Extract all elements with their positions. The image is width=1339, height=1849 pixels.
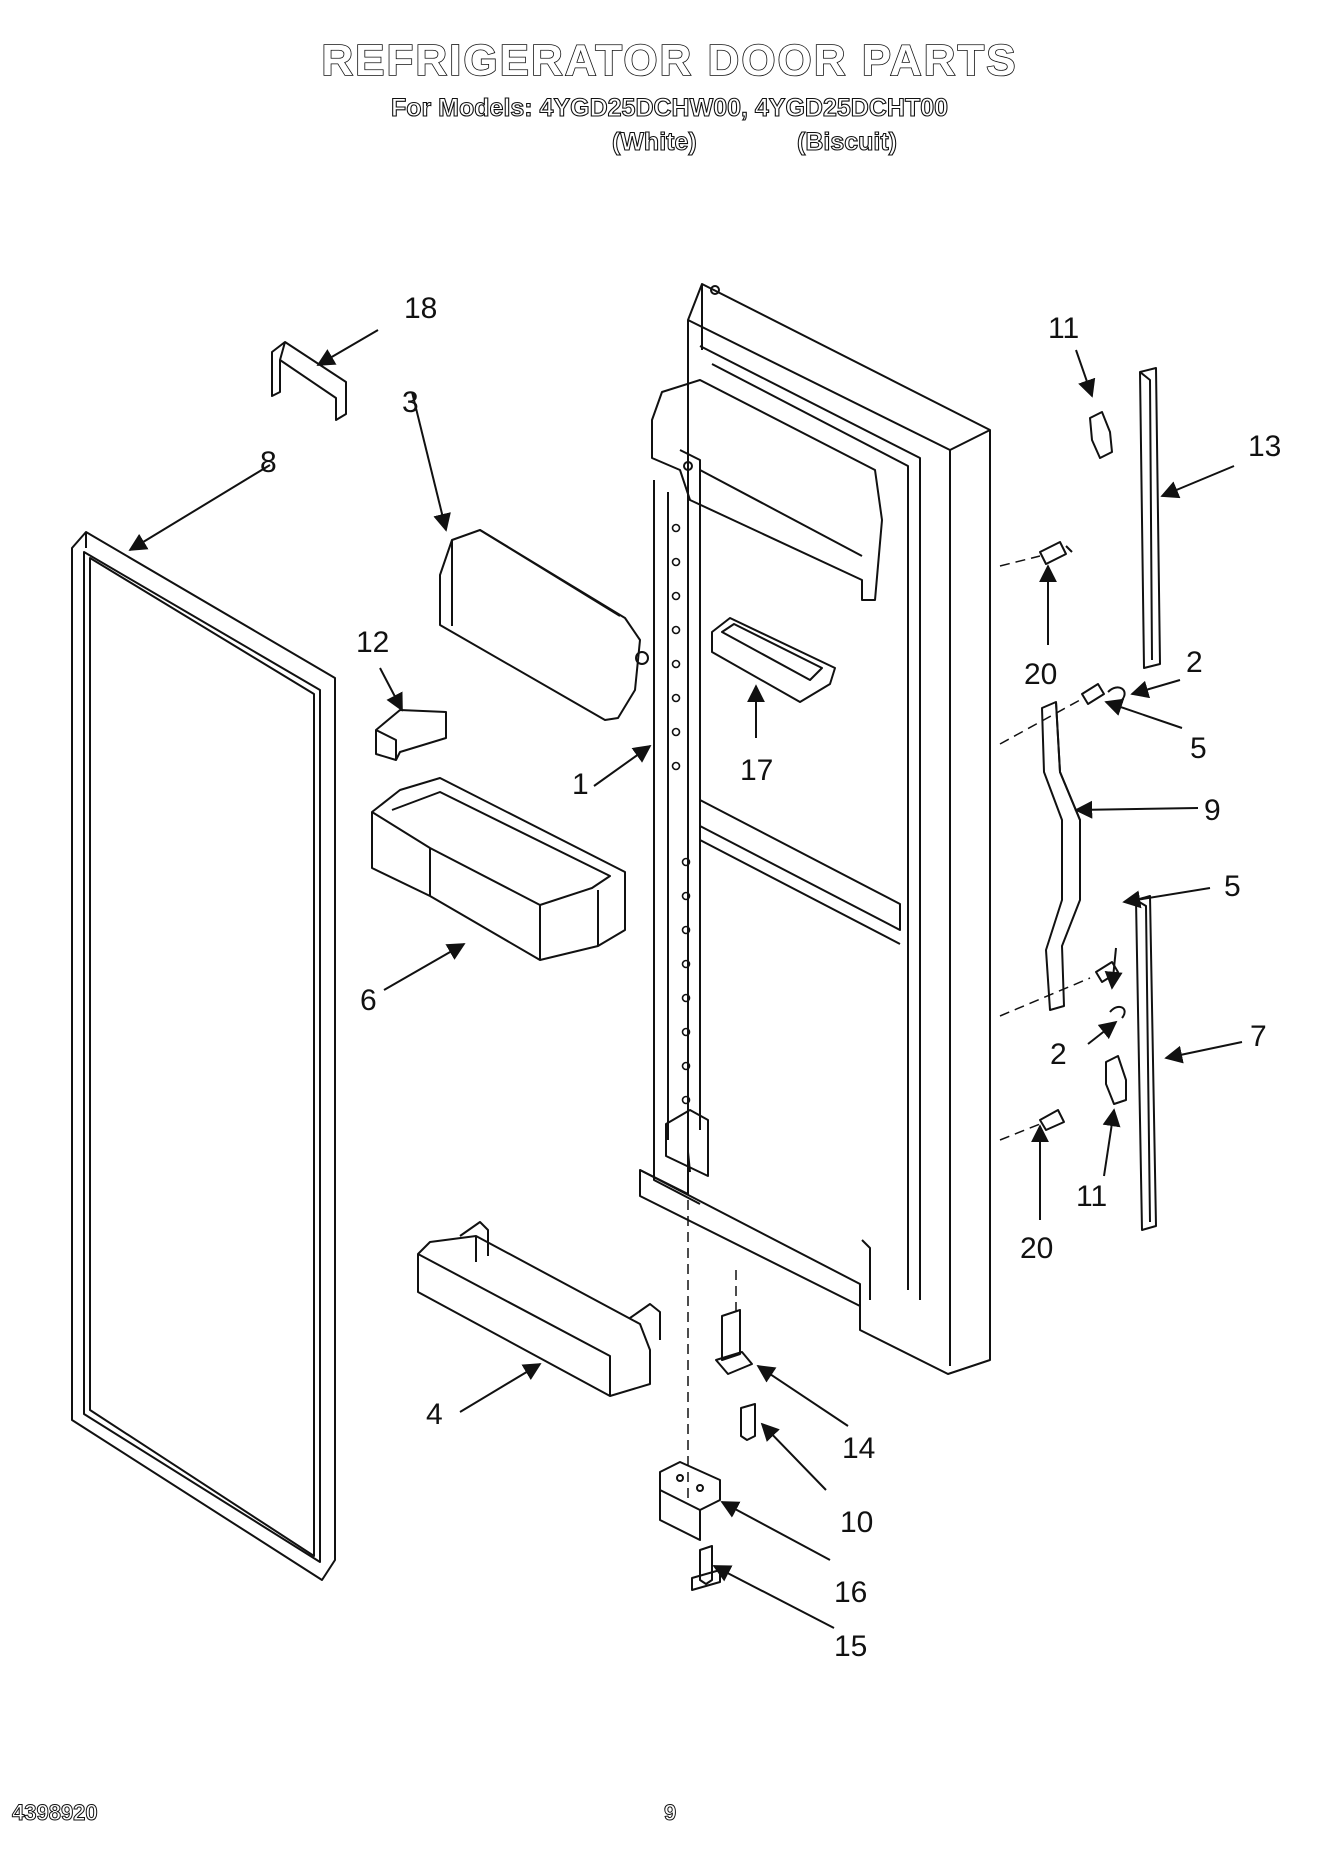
large-door-bin-part	[371, 777, 626, 961]
callout-18: 18	[404, 292, 437, 325]
hinge-bolt-part	[691, 1545, 721, 1591]
door-gasket-part	[71, 531, 336, 1581]
callout-8: 8	[260, 446, 277, 479]
callout-5-bottom: 5	[1224, 870, 1241, 903]
callout-11-bottom: 11	[1076, 1180, 1107, 1213]
callout-17: 17	[740, 754, 773, 787]
upper-trim-part	[1139, 367, 1161, 669]
callout-15: 15	[834, 1630, 867, 1663]
callout-11-top: 11	[1048, 312, 1079, 345]
bottom-hinge-part	[659, 1461, 721, 1541]
trim-clip-part	[1089, 411, 1127, 1105]
hinge-pin-part	[715, 1309, 753, 1375]
door-assembly-part	[639, 283, 991, 1375]
callout-2-top: 2	[1186, 646, 1203, 679]
hinge-screw-part	[740, 1403, 756, 1441]
callout-5-top: 5	[1190, 732, 1207, 765]
callout-3: 3	[402, 386, 419, 419]
callout-10: 10	[840, 1506, 873, 1539]
dairy-door-part	[439, 529, 649, 721]
alignment-lines	[687, 555, 1091, 1500]
variant-white-label: (White)	[611, 127, 697, 156]
small-bin-part	[711, 617, 836, 703]
callout-20-bottom: 20	[1020, 1232, 1053, 1265]
callout-1: 1	[572, 768, 589, 801]
models-line: For Models: 4YGD25DCHW00, 4YGD25DCHT00	[390, 93, 949, 122]
door-handle-part	[1041, 701, 1081, 1011]
callout-4: 4	[426, 1398, 443, 1431]
shelf-holes	[671, 523, 691, 1105]
page-title: REFRIGERATOR DOOR PARTS	[321, 35, 1018, 86]
bottom-door-bin-part	[417, 1221, 661, 1397]
callout-16: 16	[834, 1576, 867, 1609]
callout-13: 13	[1248, 430, 1281, 463]
document-number: 4398920	[12, 1800, 99, 1826]
leader-lines	[128, 329, 1243, 1629]
callout-6: 6	[360, 984, 377, 1017]
variant-biscuit-label: (Biscuit)	[796, 127, 897, 156]
callout-20-top: 20	[1024, 658, 1057, 691]
page-number: 9	[663, 1800, 677, 1826]
lower-trim-part	[1135, 895, 1157, 1231]
callout-2-bottom: 2	[1050, 1038, 1067, 1071]
bin-end-part	[375, 709, 447, 761]
callout-14: 14	[842, 1432, 875, 1465]
callout-7: 7	[1250, 1020, 1267, 1053]
dairy-clip-part	[271, 341, 347, 421]
callout-9: 9	[1204, 794, 1221, 827]
callout-12: 12	[356, 626, 389, 659]
